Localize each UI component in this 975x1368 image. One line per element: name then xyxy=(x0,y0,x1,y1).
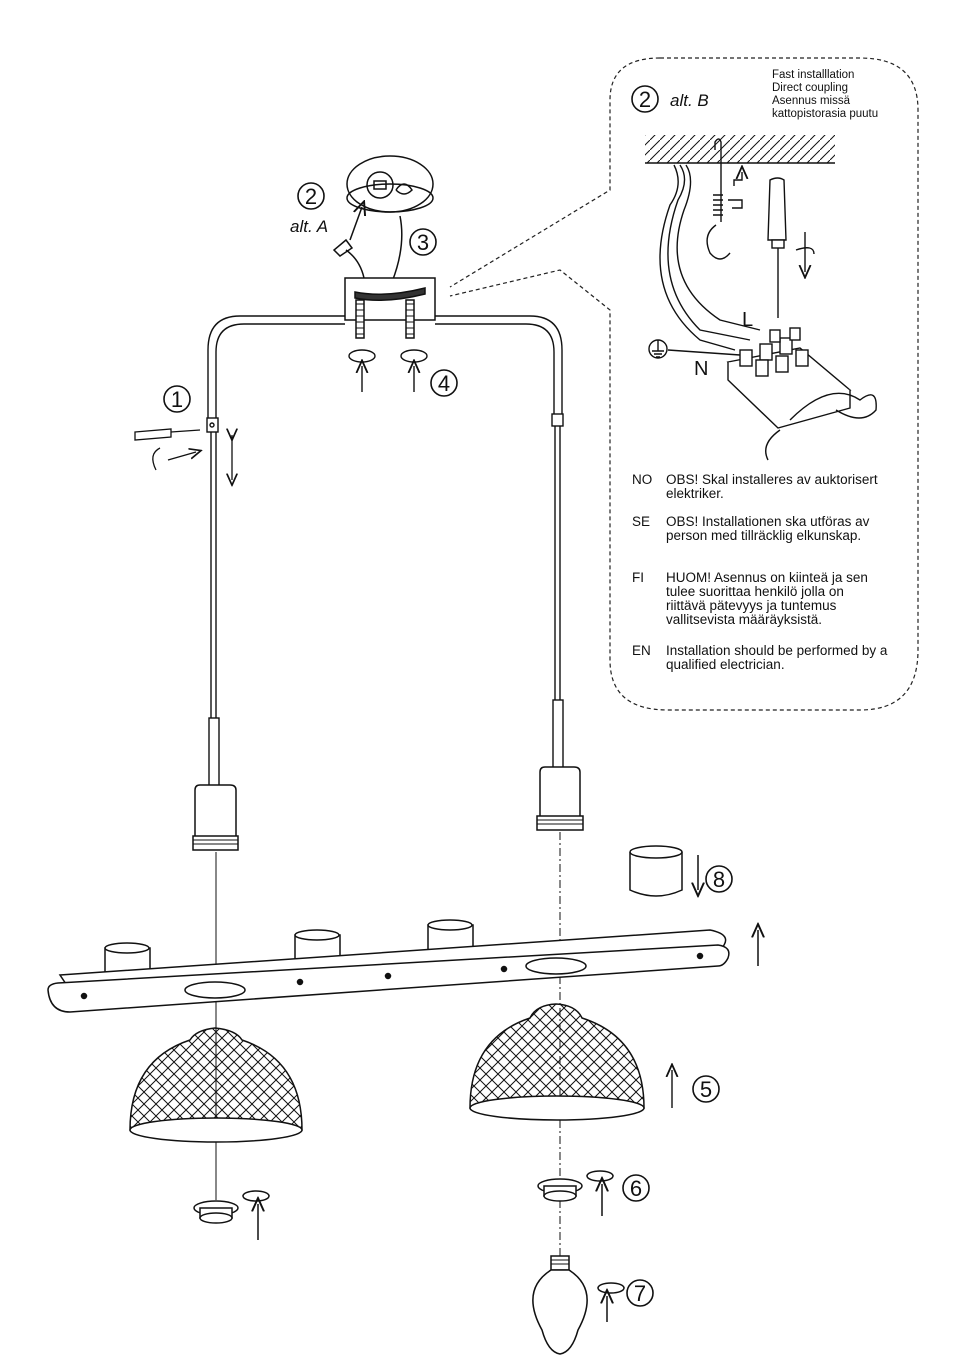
step-8-circle xyxy=(705,865,733,893)
fast-line-4: kattopistorasia puutu xyxy=(772,108,879,120)
inset-callout xyxy=(449,57,919,711)
ceiling-socket xyxy=(332,155,434,283)
note-en: EN Installation should be performed by a… xyxy=(632,644,922,674)
shade-ring-right xyxy=(537,1170,614,1216)
live-wire-label: L xyxy=(742,309,753,331)
alt-a-label: alt. A xyxy=(290,217,328,236)
step-7-circle xyxy=(626,1279,654,1307)
note-code: NO xyxy=(632,472,653,487)
fast-line-1: Fast installlation xyxy=(772,69,855,81)
washers-step-4 xyxy=(348,349,428,392)
step-1-label: 1 xyxy=(171,387,183,412)
suspension-frame xyxy=(206,315,564,789)
step-6-label: 6 xyxy=(630,1176,642,1201)
step-4-label: 4 xyxy=(438,371,450,396)
note-text: Installation should be performed by a qu… xyxy=(666,643,888,672)
shade-ring-left xyxy=(193,1190,270,1240)
note-se: SE OBS! Installationen ska utföras av pe… xyxy=(632,515,922,559)
cover-cap xyxy=(629,845,698,896)
step-1-circle xyxy=(163,385,191,413)
inset-hook xyxy=(706,138,742,260)
lamp-shade-left xyxy=(129,1027,303,1143)
step-3-circle xyxy=(409,228,437,256)
step-5-circle xyxy=(692,1075,720,1103)
inset-ceiling xyxy=(645,135,835,164)
step-7-label: 7 xyxy=(634,1281,646,1306)
alt-b-label: alt. B xyxy=(670,91,709,110)
note-fi: FI HUOM! Asennus on kiinteä ja sen tulee… xyxy=(632,571,922,629)
step-2-label: 2 xyxy=(305,184,317,209)
step-3-label: 3 xyxy=(417,230,429,255)
lamp-holder-left xyxy=(192,784,239,851)
inset-screwdriver xyxy=(767,177,815,318)
step-8-label: 8 xyxy=(713,867,725,892)
light-bulb xyxy=(532,1255,625,1355)
screwdriver-tool-1 xyxy=(134,428,232,480)
fast-line-3: Asennus missä xyxy=(772,95,850,107)
neutral-wire-label: N xyxy=(694,358,708,380)
mounting-plate xyxy=(344,277,436,339)
note-code: EN xyxy=(632,643,651,658)
note-text: OBS! Skal installeres av auktorisert ele… xyxy=(666,472,878,501)
fast-installation-text: Fast installlation Direct coupling Asenn… xyxy=(772,69,878,121)
step-markers xyxy=(163,85,733,1307)
inset-step-label: 2 xyxy=(639,87,651,112)
inset-step-circle xyxy=(631,85,659,113)
lamp-shade-right xyxy=(469,1003,645,1121)
note-text: OBS! Installationen ska utföras av perso… xyxy=(666,514,870,543)
fast-line-2: Direct coupling xyxy=(772,82,849,94)
step-6-circle xyxy=(622,1174,650,1202)
terminal-block xyxy=(726,327,877,461)
step-2-circle xyxy=(297,182,325,210)
note-no: NO OBS! Skal installeres av auktorisert … xyxy=(632,473,922,503)
step-4-circle xyxy=(430,369,458,397)
base-bar xyxy=(47,919,758,1013)
lamp-holder-right xyxy=(536,766,584,831)
note-code: SE xyxy=(632,514,651,529)
step-5-label: 5 xyxy=(700,1077,712,1102)
inset-wires xyxy=(648,164,761,359)
note-text: HUOM! Asennus on kiinteä ja sen tulee su… xyxy=(666,570,868,627)
note-code: FI xyxy=(632,570,644,585)
